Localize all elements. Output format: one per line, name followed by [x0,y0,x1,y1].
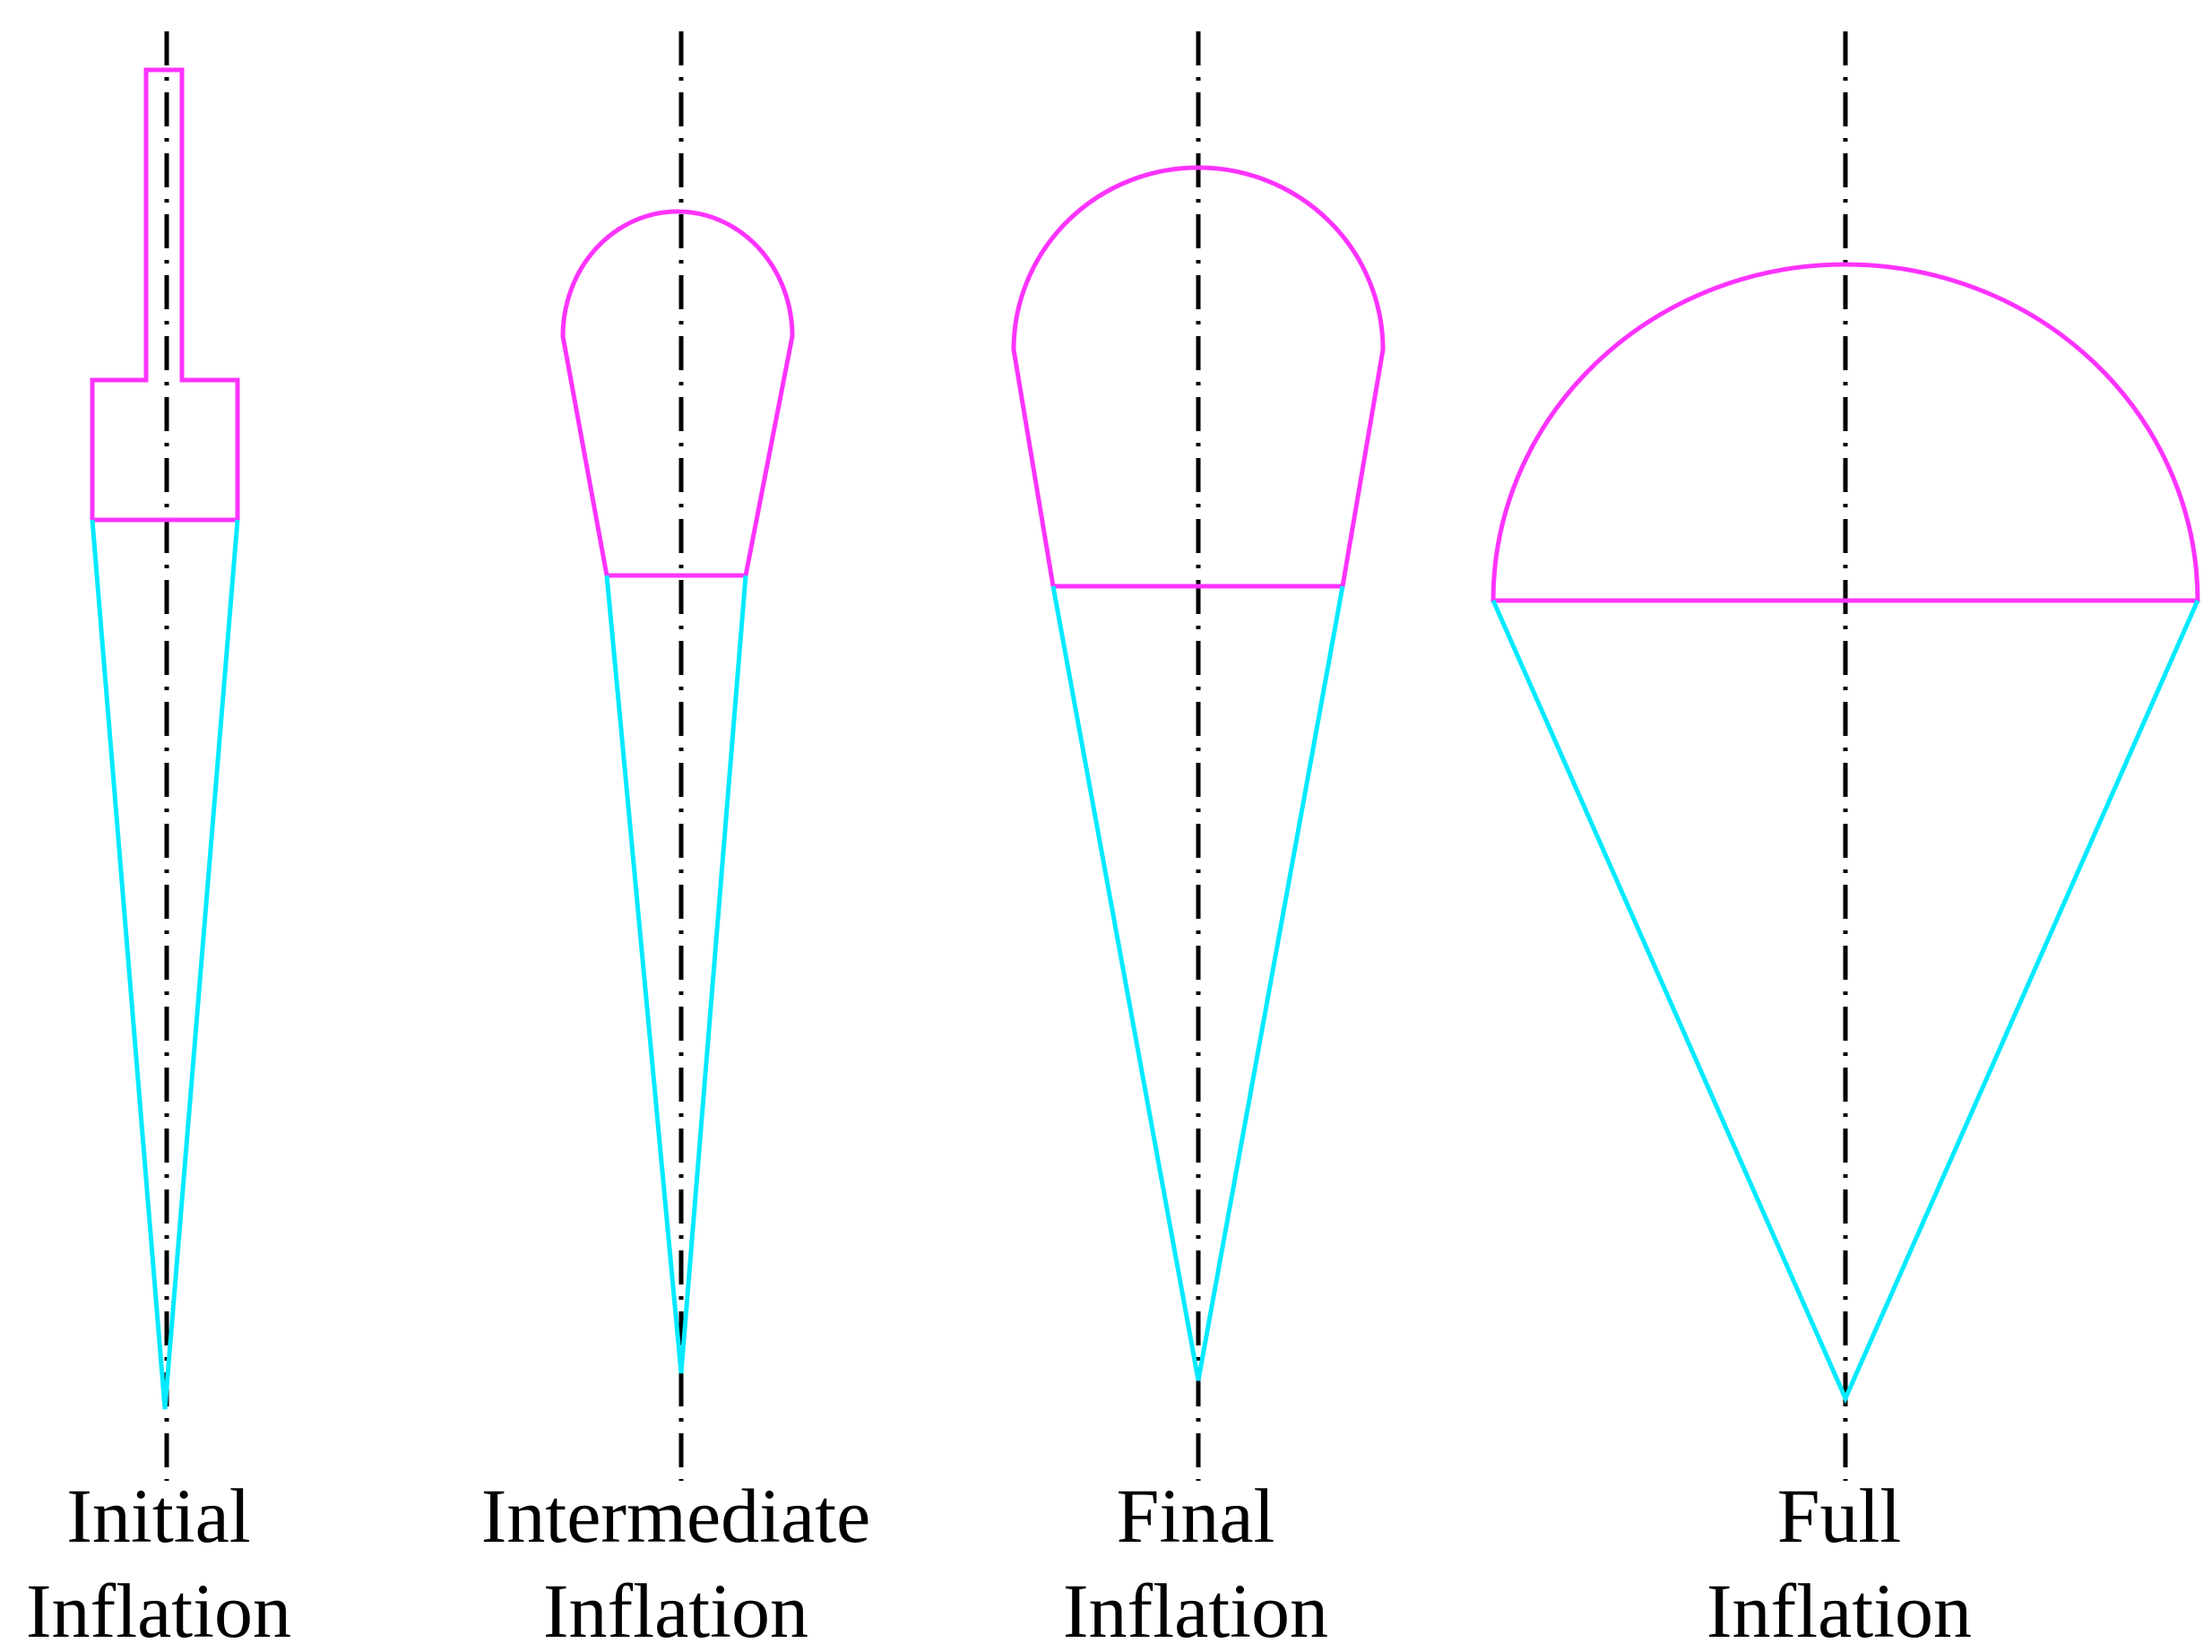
stage-initial: Initial Inflation [26,31,291,1652]
stage-full: Full Inflation [1491,31,2200,1652]
label-initial-line2: Inflation [26,1568,291,1652]
label-intermediate-line1: Intermediate [481,1473,871,1559]
suspension-lines-intermediate [604,575,748,1374]
suspension-lines-initial [90,519,240,1410]
suspension-lines-full [1491,599,2200,1405]
stage-final: Final Inflation [1011,31,1386,1652]
label-full-line1: Full [1777,1473,1902,1559]
label-final-line2: Inflation [1063,1568,1328,1652]
stage-intermediate: Intermediate Inflation [481,31,871,1652]
canopy-full [1491,262,2200,603]
canopy-final [1011,165,1386,589]
label-full-line2: Inflation [1707,1568,1972,1652]
canopy-intermediate [560,209,795,578]
canopy-initial [90,67,240,523]
label-initial-line1: Initial [66,1473,250,1559]
suspension-lines-final [1050,585,1345,1381]
label-intermediate-line2: Inflation [543,1568,808,1652]
label-final-line1: Final [1117,1473,1275,1559]
